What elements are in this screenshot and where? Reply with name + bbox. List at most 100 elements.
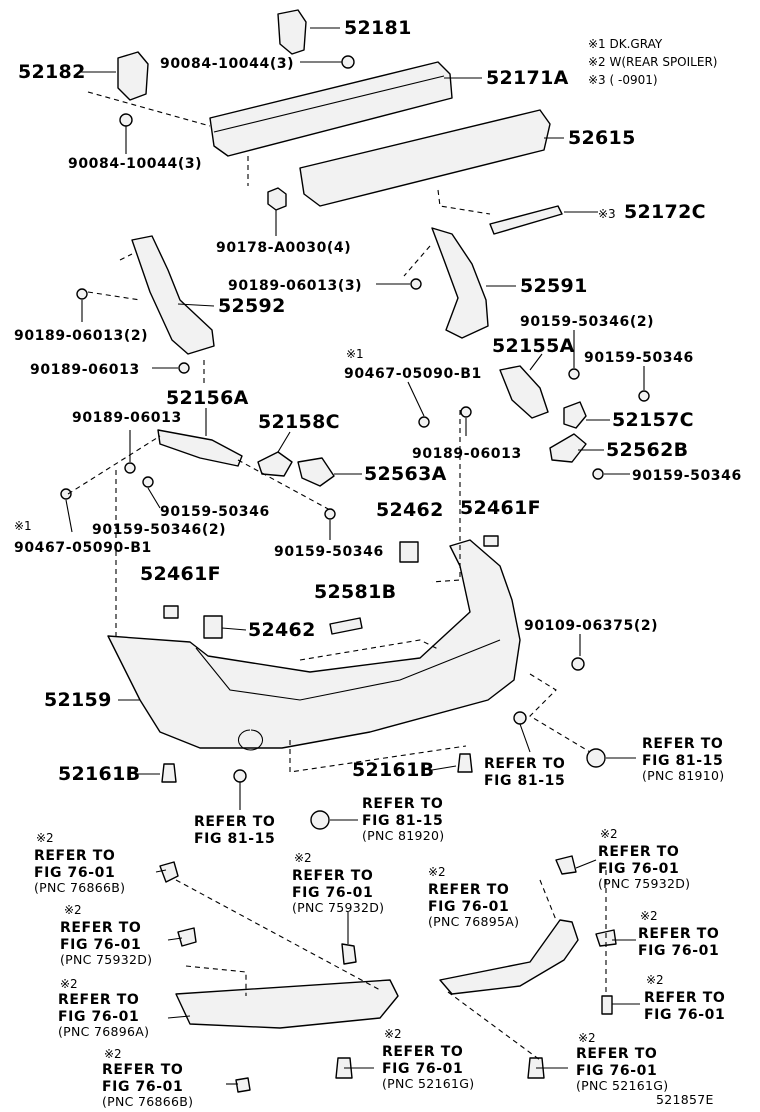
- svg-text:※2: ※2: [64, 903, 82, 917]
- svg-text:※2: ※2: [646, 973, 664, 987]
- reinforcement-52171A-shape: [209, 61, 453, 157]
- retainer-52158C-shape: [257, 451, 293, 477]
- clip-52161B-shape: [161, 763, 177, 783]
- label-52171A: 52171A: [486, 67, 569, 89]
- svg-text:※2: ※2: [600, 827, 618, 841]
- svg-text:REFER TO: REFER TO: [382, 1044, 463, 1060]
- clip-icon: [159, 861, 179, 883]
- label-90084-10044-left: 90084-10044(3): [68, 156, 202, 172]
- clip-icon: [177, 927, 197, 947]
- svg-text:FIG 76-01: FIG 76-01: [428, 899, 509, 915]
- leader-lines: [65, 27, 645, 1085]
- clip-icon: [235, 1077, 251, 1093]
- svg-text:FIG 76-01: FIG 76-01: [292, 885, 373, 901]
- label-90467-mark-a: ※1: [346, 347, 364, 361]
- refer-block-s9: ※2 REFER TO FIG 76-01: [644, 973, 725, 1023]
- right-spoiler-shape: [439, 919, 579, 995]
- grommet-icon: [513, 711, 527, 725]
- pad-52461F-shape: [163, 605, 179, 619]
- screw-icon: [418, 416, 430, 428]
- screw-icon: [571, 657, 585, 671]
- label-52172C-mark: ※3: [598, 207, 616, 221]
- clip-icon: [410, 278, 422, 290]
- dashed-guides: [67, 91, 607, 1061]
- label-90467-05090-B1-a: 90467-05090-B1: [344, 366, 482, 382]
- label-52158C: 52158C: [258, 411, 340, 433]
- label-90467-05090-B1-b: 90467-05090-B1: [14, 540, 152, 556]
- pad-52461F-shape: [483, 535, 499, 547]
- label-52562B: 52562B: [606, 439, 688, 461]
- refer-block-r3: REFER TO FIG 81-15: [194, 814, 275, 847]
- svg-text:FIG 81-15: FIG 81-15: [194, 831, 275, 847]
- refer-block-s1: ※2 REFER TO FIG 76-01 (PNC 76866B): [34, 831, 125, 895]
- clip-icon: [178, 362, 190, 374]
- svg-text:(PNC 76896A): (PNC 76896A): [58, 1024, 149, 1039]
- svg-text:FIG 76-01: FIG 76-01: [644, 1007, 725, 1023]
- label-52155A: 52155A: [492, 335, 575, 357]
- svg-text:REFER TO: REFER TO: [34, 848, 115, 864]
- svg-text:REFER TO: REFER TO: [58, 992, 139, 1008]
- svg-text:※2: ※2: [384, 1027, 402, 1041]
- label-52156A: 52156A: [166, 387, 249, 409]
- svg-text:(PNC 81920): (PNC 81920): [362, 828, 444, 843]
- clip-icon: [76, 288, 88, 300]
- svg-text:REFER TO: REFER TO: [642, 736, 723, 752]
- svg-text:FIG 81-15: FIG 81-15: [362, 813, 443, 829]
- svg-text:REFER TO: REFER TO: [576, 1046, 657, 1062]
- bracket-52592-shape: [131, 235, 215, 355]
- clip-52161B-shape: [457, 753, 473, 773]
- svg-text:(PNC 81910): (PNC 81910): [642, 768, 724, 783]
- svg-text:REFER TO: REFER TO: [102, 1062, 183, 1078]
- refer-block-s5: ※2 REFER TO FIG 76-01 (PNC 76866B): [102, 1047, 193, 1109]
- label-90159-50346-b: 90159-50346: [632, 468, 742, 484]
- label-90109-06375: 90109-06375(2): [524, 618, 658, 634]
- svg-text:FIG 76-01: FIG 76-01: [102, 1079, 183, 1095]
- label-52159: 52159: [44, 689, 112, 711]
- refer-block-s2: ※2 REFER TO FIG 76-01 (PNC 75932D): [60, 903, 152, 967]
- left-spoiler-shape: [175, 979, 399, 1029]
- svg-text:REFER TO: REFER TO: [60, 920, 141, 936]
- label-52462-b: 52462: [248, 619, 316, 641]
- svg-text:REFER TO: REFER TO: [428, 882, 509, 898]
- bracket-52181-shape: [277, 9, 307, 55]
- label-52161B-a: 52161B: [58, 763, 140, 785]
- label-90159-50346-2a: 90159-50346(2): [520, 314, 654, 330]
- screw-icon: [60, 488, 72, 500]
- svg-text:FIG 81-15: FIG 81-15: [484, 773, 565, 789]
- svg-text:(PNC 76866B): (PNC 76866B): [34, 880, 125, 895]
- screw-icon: [638, 390, 650, 402]
- label-90189-06013-3: 90189-06013(3): [228, 278, 362, 294]
- label-90189-06013-a: 90189-06013: [30, 362, 140, 378]
- grommet-icon: [233, 769, 247, 783]
- svg-text:REFER TO: REFER TO: [598, 844, 679, 860]
- legend-note-2: ※2 W(REAR SPOILER): [588, 55, 717, 69]
- refer-to-labels: REFER TO FIG 81-15 (PNC 81910) REFER TO …: [34, 736, 725, 1109]
- part-shapes: [60, 9, 650, 1093]
- label-90189-06013-c: 90189-06013: [412, 446, 522, 462]
- label-90467-mark-b: ※1: [14, 519, 32, 533]
- svg-text:REFER TO: REFER TO: [644, 990, 725, 1006]
- svg-text:FIG 76-01: FIG 76-01: [638, 943, 719, 959]
- refer-block-r4: REFER TO FIG 81-15 (PNC 81920): [362, 796, 444, 843]
- figure-id: 521857E: [656, 1092, 714, 1107]
- svg-text:FIG 76-01: FIG 76-01: [34, 865, 115, 881]
- label-52161B-b: 52161B: [352, 759, 434, 781]
- bracket-52182-shape: [117, 51, 149, 101]
- label-90178-A0030: 90178-A0030(4): [216, 240, 351, 256]
- legend: ※1 DK.GRAY ※2 W(REAR SPOILER) ※3 ( -0901…: [588, 37, 717, 87]
- bracket-52156A-shape: [157, 429, 243, 467]
- screw-icon: [568, 368, 580, 380]
- label-90084-10044-top: 90084-10044(3): [160, 56, 294, 72]
- svg-text:REFER TO: REFER TO: [362, 796, 443, 812]
- svg-text:※2: ※2: [428, 865, 446, 879]
- label-52157C: 52157C: [612, 409, 694, 431]
- bracket-52155A-shape: [499, 365, 549, 419]
- clip-icon: [555, 855, 577, 875]
- screw-icon: [324, 508, 336, 520]
- svg-text:※2: ※2: [60, 977, 78, 991]
- label-52182: 52182: [18, 61, 86, 83]
- retainer-52157C-shape: [563, 401, 587, 429]
- svg-text:※2: ※2: [294, 851, 312, 865]
- svg-text:FIG 76-01: FIG 76-01: [58, 1009, 139, 1025]
- svg-text:※2: ※2: [104, 1047, 122, 1061]
